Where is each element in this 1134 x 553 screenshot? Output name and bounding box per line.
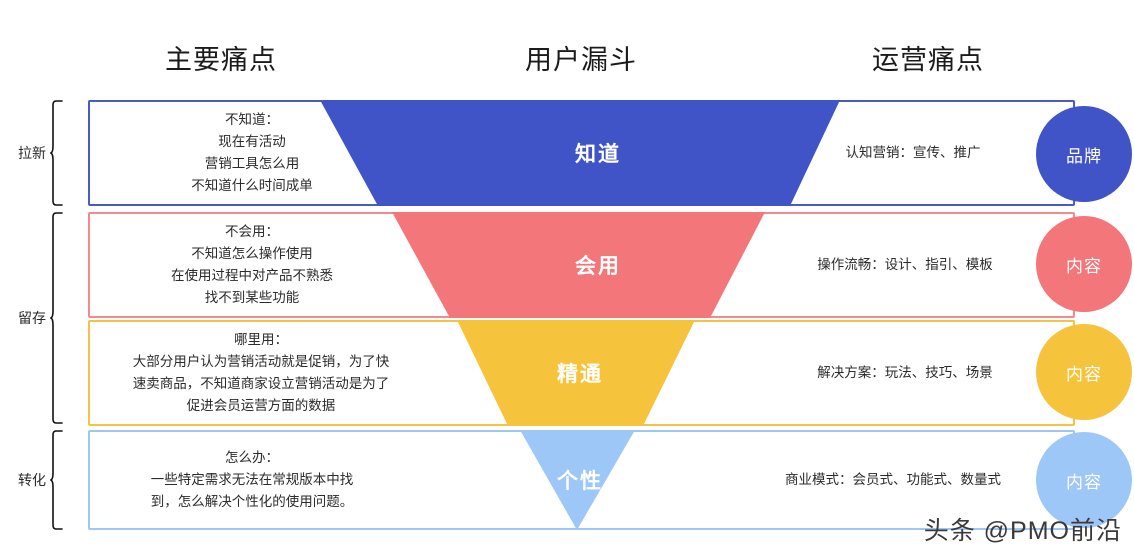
header-pain-points: 主要痛点 — [165, 45, 277, 75]
funnel-row: 不会用： 不知道怎么操作使用 在使用过程中对产品不熟悉 找不到某些功能 会用 操… — [88, 212, 1128, 318]
header-user-funnel: 用户漏斗 — [525, 45, 637, 75]
outcome-circle: 品牌 — [1036, 106, 1132, 202]
stage-label-conversion: 转化 — [18, 472, 46, 488]
header-ops-points: 运营痛点 — [872, 45, 984, 75]
curly-brace-icon — [50, 212, 64, 424]
pain-text: 不会用： 不知道怎么操作使用 在使用过程中对产品不熟悉 找不到某些功能 — [171, 224, 333, 305]
watermark: 头条 @PMO前沿 — [923, 517, 1122, 545]
ops-text: 商业模式：会员式、功能式、数量式 — [785, 472, 1001, 487]
stage-group-conversion: 转化 — [18, 430, 64, 530]
funnel-label: 精通 — [557, 363, 603, 386]
stage-group-acquisition: 拉新 — [18, 100, 64, 206]
curly-brace-icon — [50, 430, 64, 530]
funnel-label: 会用 — [575, 255, 621, 278]
funnel-row: 不知道： 现在有活动 营销工具怎么用 不知道什么时间成单 知道 认知营销：宣传、… — [88, 100, 1128, 206]
stage-label-acquisition: 拉新 — [18, 145, 46, 161]
pain-text: 不知道： 现在有活动 营销工具怎么用 不知道什么时间成单 — [191, 112, 313, 193]
pain-text: 怎么办： 一些特定需求无法在常规版本中找 到，怎么解决个性化的使用问题。 — [150, 450, 354, 509]
curly-brace-icon — [50, 100, 64, 206]
outcome-circle: 内容 — [1036, 216, 1132, 312]
ops-text: 认知营销：宣传、推广 — [845, 145, 981, 160]
ops-text: 解决方案：玩法、技巧、场景 — [817, 365, 993, 380]
stage-label-retention: 留存 — [18, 310, 46, 326]
outcome-circle: 内容 — [1036, 432, 1132, 528]
funnel-label: 个性 — [557, 470, 603, 493]
stage-group-retention: 留存 — [18, 212, 64, 424]
pain-text: 哪里用： 大部分用户认为营销活动就是促销，为了快 速卖商品，不知道商家设立营销活… — [132, 332, 390, 413]
ops-text: 操作流畅：设计、指引、模板 — [817, 257, 993, 272]
funnel-row: 哪里用： 大部分用户认为营销活动就是促销，为了快 速卖商品，不知道商家设立营销活… — [88, 320, 1128, 426]
outcome-circle: 内容 — [1036, 324, 1132, 420]
funnel-label: 知道 — [575, 143, 621, 166]
